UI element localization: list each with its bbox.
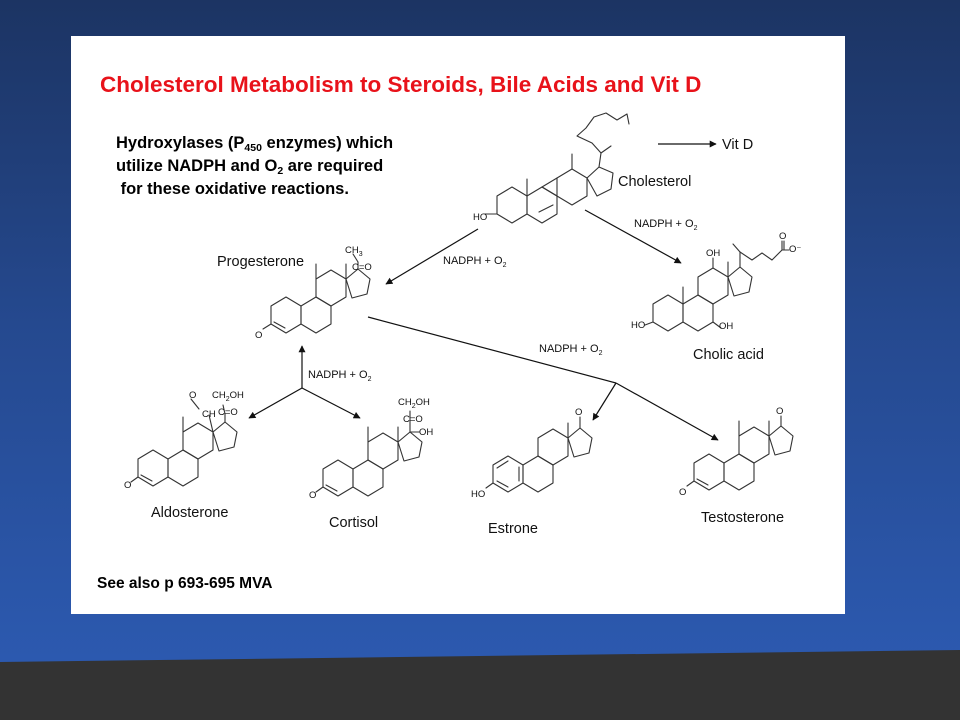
reaction-label-progesterone: NADPH + O2 <box>443 255 507 269</box>
testosterone-label: Testosterone <box>701 510 784 526</box>
cholic-o-minus-label: O⁻ <box>789 244 801 255</box>
cholesterol-label: Cholesterol <box>618 174 691 190</box>
cholic-oh-bottom-label: OH <box>719 321 733 332</box>
progesterone-co-label: C=O <box>352 262 372 273</box>
cholic-o-label: O <box>779 231 786 242</box>
testosterone-structure <box>686 415 794 491</box>
cortisol-co-label: C=O <box>403 414 423 425</box>
arrow-to-aldosterone <box>248 387 303 419</box>
arrow-to-estrone <box>592 382 617 421</box>
reaction-label-cholic-acid: NADPH + O2 <box>634 218 698 232</box>
vit-d-label: Vit D <box>722 137 753 153</box>
slide-panel: Cholesterol Metabolism to Steroids, Bile… <box>71 36 845 614</box>
progesterone-structure <box>262 253 371 334</box>
cholesterol-ho-label: HO <box>473 212 487 223</box>
aldosterone-ch-label: CH <box>202 409 216 420</box>
note-line-2-subscript: 2 <box>277 165 284 177</box>
arrow-to-progesterone <box>385 228 479 285</box>
progesterone-o-label: O <box>255 330 262 341</box>
slide-title: Cholesterol Metabolism to Steroids, Bile… <box>100 72 702 97</box>
aldosterone-structure <box>130 398 238 487</box>
reaction-label-sex-steroids: NADPH + O2 <box>539 343 603 357</box>
note-line-3: for these oxidative reactions. <box>116 180 349 198</box>
cholesterol-structure <box>484 112 630 224</box>
arrow-progesterone-to-sex-steroids <box>367 316 617 384</box>
cortisol-structure <box>315 410 423 497</box>
note-line-1-subscript: 450 <box>244 142 262 154</box>
hydroxylase-note: Hydroxylases (P450 enzymes) which utiliz… <box>116 132 393 201</box>
estrone-ho-label: HO <box>471 489 485 500</box>
note-line-1-text: Hydroxylases (P <box>116 134 245 152</box>
progesterone-ch3-label: CH3 <box>345 245 363 258</box>
aldosterone-o-label: O <box>124 480 131 491</box>
progesterone-label: Progesterone <box>217 254 304 270</box>
cholic-ho-label: HO <box>631 320 645 331</box>
note-line-2: utilize NADPH and O2 are required <box>116 155 393 178</box>
note-line-1-tail: enzymes) which <box>261 134 394 152</box>
arrow-to-cortisol <box>301 387 361 419</box>
metabolism-diagram: HO Vit D Cholesterol NADPH + O2 NADPH + … <box>124 112 801 537</box>
note-line-2-text: utilize NADPH and O <box>116 157 278 175</box>
reference-note: See also p 693-695 MVA <box>97 575 273 592</box>
arrow-to-cholic-acid <box>584 209 682 264</box>
cholic-acid-structure <box>644 240 790 332</box>
testosterone-o-top-label: O <box>776 406 783 417</box>
cortisol-oh-label: OH <box>419 427 433 438</box>
cholic-oh-top-label: OH <box>706 248 720 259</box>
cortisol-label: Cortisol <box>329 515 378 531</box>
note-line-1: Hydroxylases (P450 enzymes) which <box>116 132 393 155</box>
aldosterone-co-label: C=O <box>218 407 238 418</box>
estrone-o-label: O <box>575 407 582 418</box>
cortisol-o-label: O <box>309 490 316 501</box>
testosterone-o-label: O <box>679 487 686 498</box>
arrow-to-testosterone <box>615 382 719 441</box>
estrone-structure <box>485 416 593 493</box>
aldosterone-ch2oh-label: CH2OH <box>212 390 244 403</box>
estrone-label: Estrone <box>488 521 538 537</box>
cortisol-ch2oh-label: CH2OH <box>398 397 430 410</box>
aldosterone-label: Aldosterone <box>151 505 228 521</box>
aldosterone-o-top-label: O <box>189 390 196 401</box>
footer-band <box>0 650 960 720</box>
reaction-label-corticoids: NADPH + O2 <box>308 369 372 383</box>
note-line-2-tail: are required <box>283 157 384 175</box>
cholic-acid-label: Cholic acid <box>693 347 764 363</box>
